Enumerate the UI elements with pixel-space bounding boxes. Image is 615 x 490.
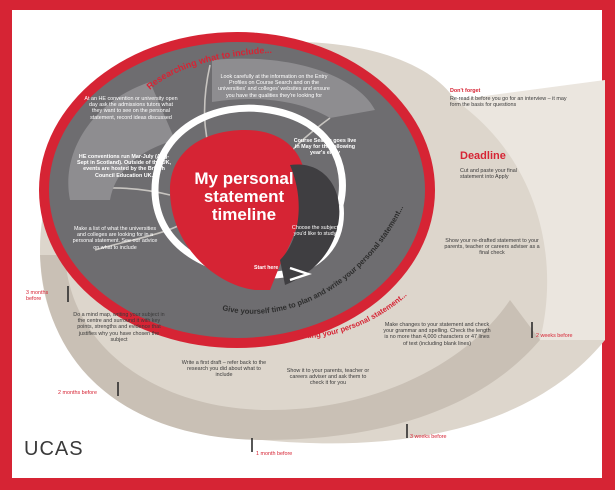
- time-ticks: [67, 286, 533, 452]
- step-he-convention: At an HE convention or university open d…: [84, 96, 178, 121]
- step-make-list: Make a list of what the universities and…: [72, 226, 158, 251]
- step-redrafted: Show your re-drafted statement to your p…: [444, 238, 540, 257]
- spiral-tail: [455, 80, 605, 340]
- step-course-search: Course Search goes live in May for the f…: [293, 138, 357, 157]
- step-mind-map: Do a mind map, writing your subject in t…: [73, 312, 165, 343]
- dont-forget-heading: Don't forget: [450, 88, 481, 94]
- segment-he-convention: [68, 82, 175, 200]
- step-choose-subject: Choose the subject you'd like to study: [291, 225, 339, 238]
- start-arrow-icon: [289, 266, 312, 282]
- step-first-draft: Write a first draft – refer back to the …: [181, 360, 267, 379]
- step-make-changes: Make changes to your statement and check…: [383, 322, 491, 347]
- marker-3-weeks: 3 weeks before: [410, 434, 447, 440]
- dont-forget-text: Re-read it before you go for an intervie…: [450, 96, 567, 109]
- marker-3-months: 3 months before: [26, 290, 49, 303]
- start-label: Start here: [254, 265, 279, 271]
- marker-2-months: 2 months before: [58, 390, 97, 396]
- marker-2-weeks: 2 weeks before: [536, 333, 573, 339]
- deadline-heading: Deadline: [460, 150, 506, 162]
- page-title: My personal statement timeline: [194, 169, 294, 224]
- ucas-arrow-icon: [560, 428, 600, 476]
- segment-choose-subject: [280, 164, 340, 285]
- step-entry-profiles: Look carefully at the information on the…: [218, 74, 330, 99]
- writing-band: [40, 255, 540, 440]
- marker-1-month: 1 month before: [256, 451, 293, 457]
- segment-entry-profiles: [212, 58, 375, 118]
- step-conventions-run: HE conventions run Mar-July (Aug-Sept in…: [76, 154, 172, 179]
- ucas-logo: UCAS: [24, 438, 84, 460]
- title-blob: [170, 130, 306, 290]
- step-show-it: Show it to your parents, teacher or care…: [286, 368, 370, 387]
- step-cut-paste: Cut and paste your final statement into …: [460, 168, 517, 181]
